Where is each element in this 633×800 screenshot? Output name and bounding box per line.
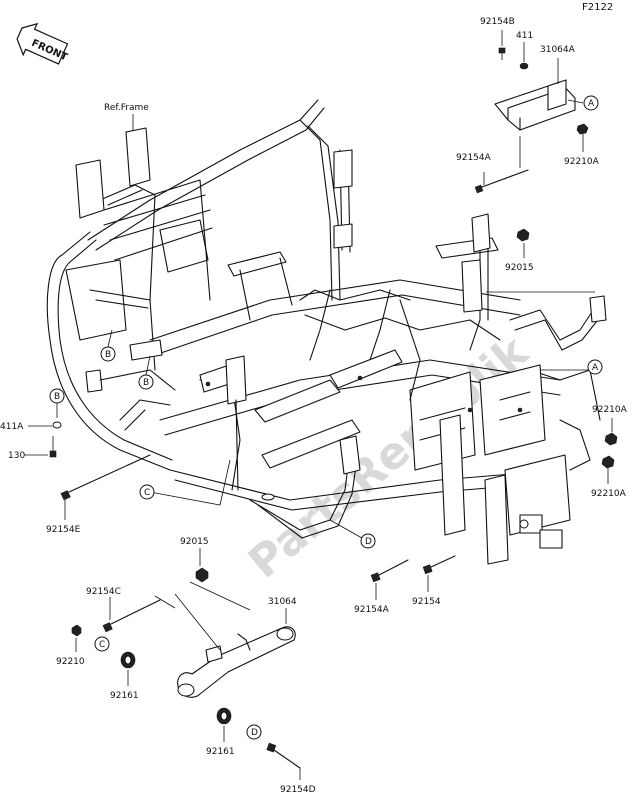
label-92154c[interactable]: 92154C: [86, 587, 121, 597]
bracket-31064a-drawing: [494, 79, 576, 131]
label-31064a[interactable]: 31064A: [540, 45, 576, 55]
label-31064[interactable]: 31064: [268, 597, 297, 607]
label-130[interactable]: 130: [8, 451, 25, 461]
washer-411-icon: [519, 62, 529, 70]
callout-d-frame-label: D: [365, 537, 372, 547]
label-92161-a[interactable]: 92161: [110, 691, 139, 701]
bushing-92161-b-icon: [216, 707, 232, 725]
nut-92015-bottom-icon: [195, 567, 209, 583]
bolt-130-icon: [49, 436, 57, 458]
callout-c-frame-label: C: [144, 488, 150, 498]
callout-c-frame: [139, 484, 155, 500]
callout-a-top: [583, 95, 599, 111]
label-92210a-right2[interactable]: 92210A: [591, 489, 627, 499]
callout-a-top-label: A: [588, 99, 595, 109]
callout-d-frame: [360, 533, 376, 549]
label-92154e[interactable]: 92154E: [46, 525, 81, 535]
label-92154a-bottom[interactable]: 92154A: [354, 605, 390, 615]
diagram-id: F2122: [582, 2, 613, 13]
washer-411a-icon: [52, 421, 62, 429]
bolt-92154b-icon: [498, 47, 506, 60]
callout-d-bottom: [246, 724, 262, 740]
label-411[interactable]: 411: [516, 31, 533, 41]
nut-92210-icon: [71, 624, 82, 637]
label-92210a-right1[interactable]: 92210A: [592, 405, 628, 415]
callout-c-bottom: [94, 636, 110, 652]
bolt-92154a-top-icon: [474, 169, 529, 194]
callout-c-bottom-label: C: [99, 640, 105, 650]
callout-b-left1-label: B: [105, 350, 111, 360]
bolt-92154e-icon: [60, 454, 151, 501]
nut-92015-right-icon: [516, 228, 530, 242]
label-92154a-top[interactable]: 92154A: [456, 153, 492, 163]
nut-92210a-right2-icon: [601, 455, 615, 469]
nut-92210a-top-icon: [576, 123, 589, 135]
label-411a[interactable]: 411A: [0, 422, 24, 432]
label-92210[interactable]: 92210: [56, 657, 85, 667]
bracket-31064-drawing: [177, 626, 296, 698]
bolt-92154c-icon: [102, 599, 161, 633]
callout-a-right-label: A: [592, 363, 599, 373]
label-92015-right[interactable]: 92015: [505, 263, 534, 273]
bolt-92154a-bottom-icon: [370, 559, 409, 583]
nut-92210a-right1-icon: [604, 432, 618, 446]
label-92015-bottom[interactable]: 92015: [180, 537, 209, 547]
label-92154[interactable]: 92154: [412, 597, 441, 607]
bushing-92161-a-icon: [120, 651, 136, 669]
callout-b-side-label: B: [54, 392, 60, 402]
callout-a-right: [587, 359, 603, 375]
label-92161-b[interactable]: 92161: [206, 747, 235, 757]
label-92154b[interactable]: 92154B: [480, 17, 515, 27]
label-92210a-top[interactable]: 92210A: [564, 157, 600, 167]
front-arrow-icon: FRONT: [16, 22, 69, 65]
bolt-92154d-icon: [266, 742, 301, 769]
callout-d-bottom-label: D: [251, 728, 258, 738]
bolt-92154-icon: [422, 555, 456, 575]
ref-frame-label: Ref.Frame: [104, 103, 149, 113]
label-92154d[interactable]: 92154D: [280, 785, 316, 795]
callout-b-left2-label: B: [143, 378, 149, 388]
